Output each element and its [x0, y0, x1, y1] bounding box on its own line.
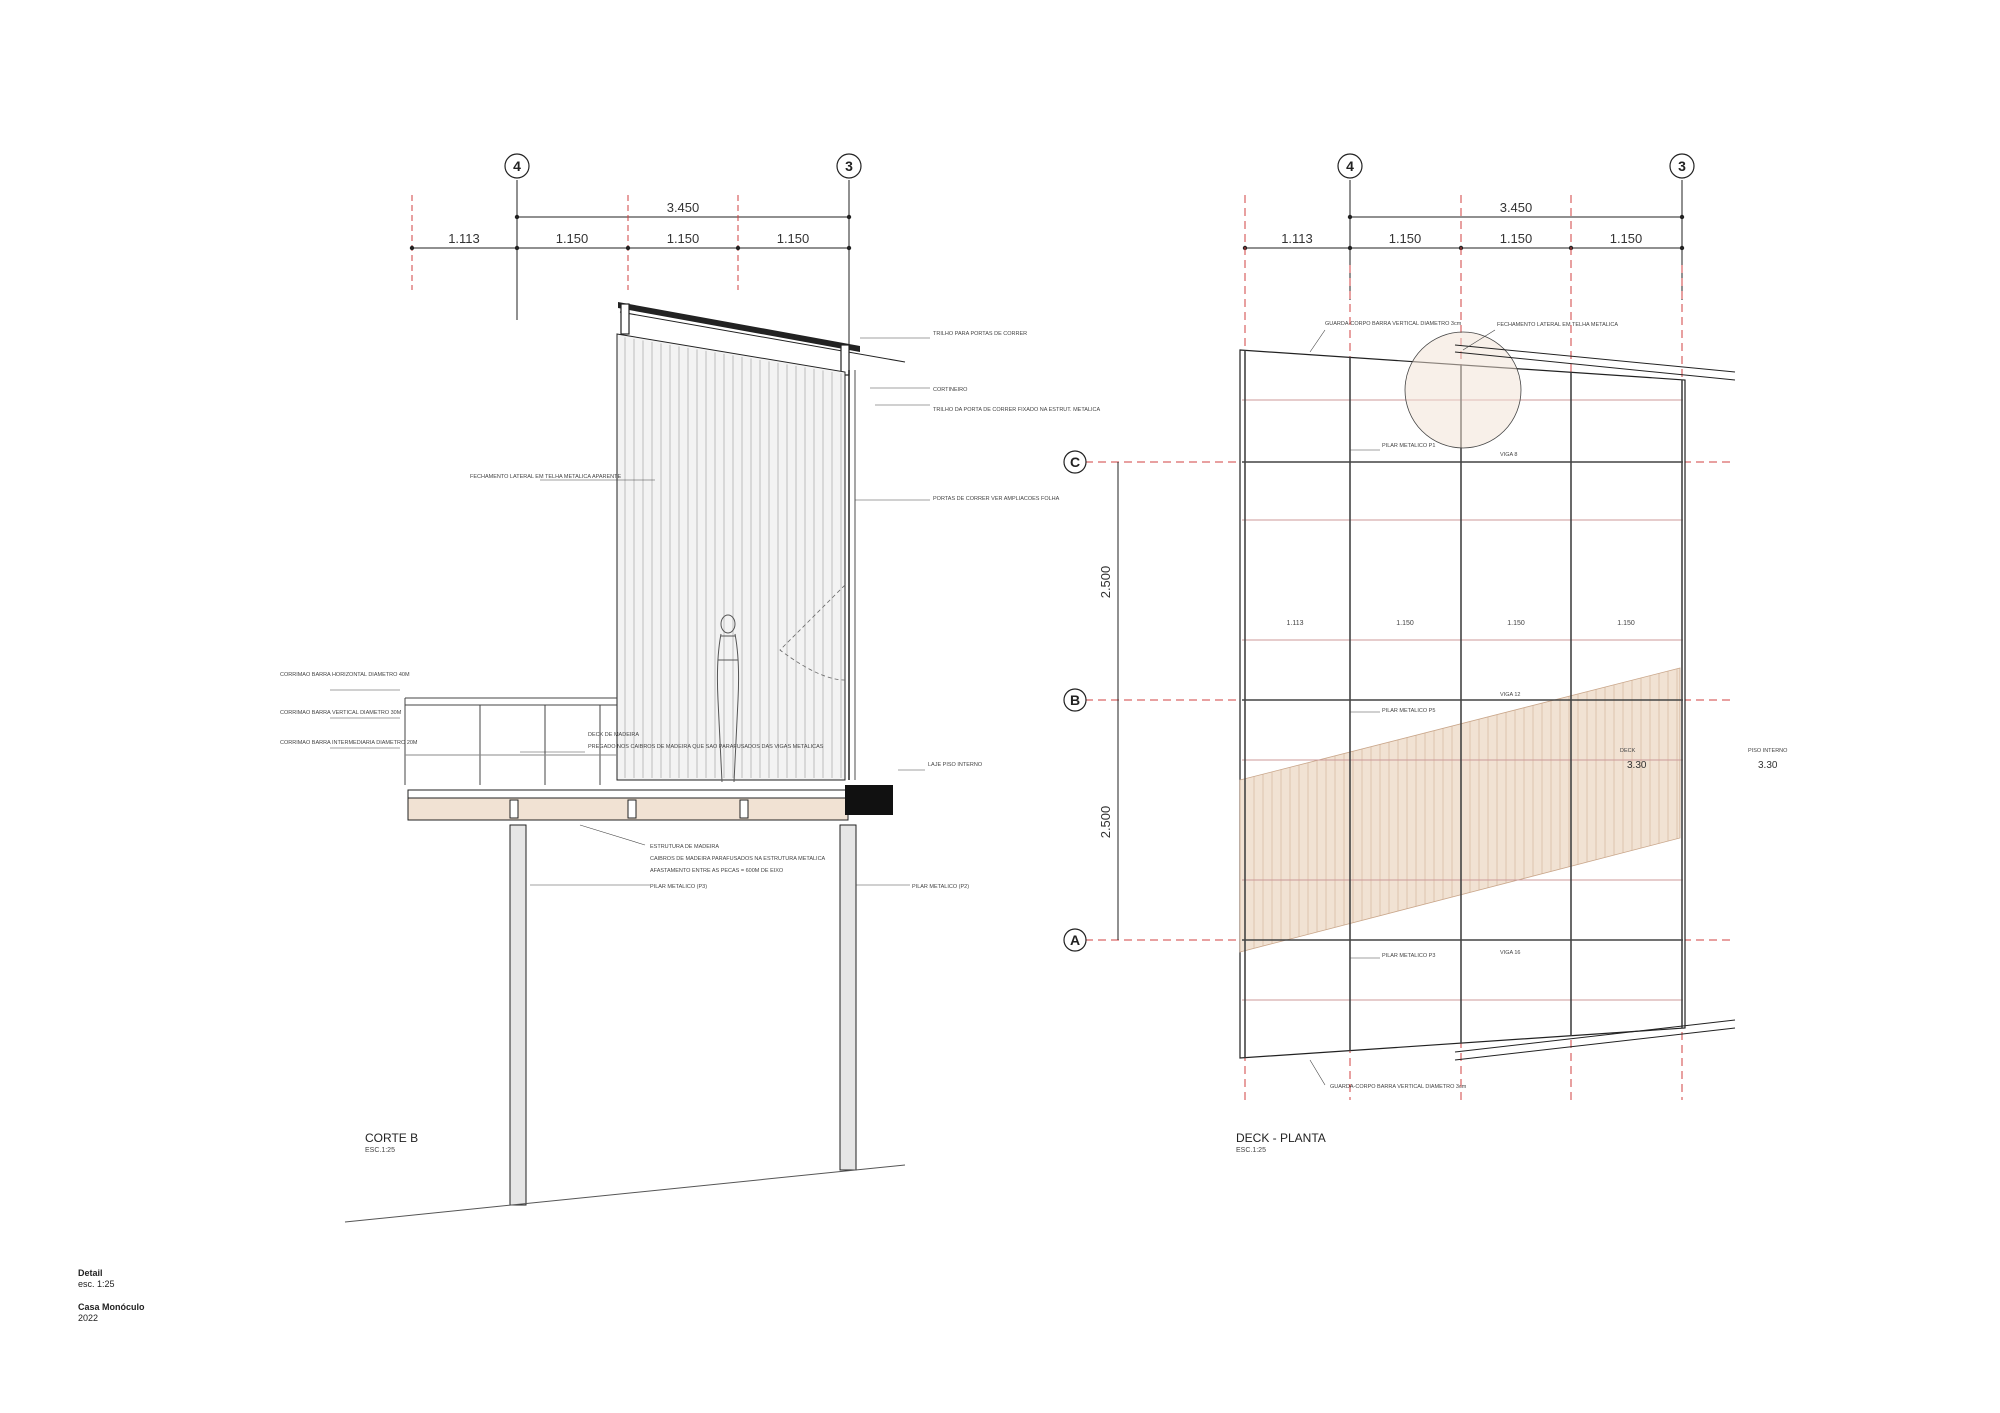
- section-dimensions: [409, 195, 852, 290]
- plan-drawing: 4 3 3.450 1.113 1.150 1.150 1.150: [1063, 153, 1788, 1154]
- dim-module: 1.150: [1500, 231, 1533, 246]
- axis-label: 3: [1678, 158, 1686, 174]
- deck-boards: [407, 789, 849, 799]
- section-note: PILAR METALICO (P2): [912, 884, 969, 890]
- dim-module: 1.150: [1610, 231, 1643, 246]
- dim-module: 1.150: [667, 231, 700, 246]
- section-note: PREGADO NOS CAIBROS DE MADEIRA QUE SAO P…: [588, 744, 824, 750]
- plan-note: FECHAMENTO LATERAL EM TELHA METALICA: [1497, 322, 1618, 328]
- axis-bubble-3-section: 3: [836, 153, 862, 355]
- inner-dim: 1.150: [1396, 620, 1414, 627]
- section-scale: ESC.1:25: [365, 1147, 395, 1154]
- plan-note: GUARDA-CORPO BARRA VERTICAL DIAMETRO 3cm: [1325, 321, 1462, 327]
- dim-first: 1.113: [1281, 231, 1313, 246]
- axis-label: C: [1070, 454, 1080, 470]
- dim-side: 2.500: [1098, 806, 1113, 839]
- plan-note: VIGA 8: [1500, 452, 1517, 458]
- door-swing: [779, 584, 846, 681]
- sheet-scale: esc. 1:25: [78, 1279, 115, 1289]
- section-note: CORRIMAO BARRA INTERMEDIARIA DIAMETRO 20…: [280, 740, 418, 746]
- roof-edge: [1454, 344, 1736, 1061]
- section-title: CORTE B: [365, 1131, 418, 1145]
- plan-note: GUARDA-CORPO BARRA VERTICAL DIAMETRO 3cm: [1330, 1084, 1467, 1090]
- detail-callout: [1404, 331, 1522, 449]
- axis-label: 3: [845, 158, 853, 174]
- human-figure: [716, 614, 740, 783]
- section-note: TRILHO PARA PORTAS DE CORRER: [933, 331, 1027, 337]
- project-year: 2022: [78, 1313, 99, 1323]
- plan-note: VIGA 12: [1500, 692, 1521, 698]
- section-note: PILAR METALICO (P3): [650, 884, 707, 890]
- plan-note: PILAR METALICO P1: [1382, 443, 1435, 449]
- column-p2: [839, 824, 857, 1171]
- section-note: PORTAS DE CORRER VER AMPLIACOES FOLHA: [933, 496, 1060, 502]
- section-note: AFASTAMENTO ENTRE AS PECAS = 600M DE EIX…: [650, 868, 784, 874]
- dim-side: 2.500: [1098, 566, 1113, 599]
- inner-dim: 1.150: [1507, 620, 1525, 627]
- dim-module: 1.150: [777, 231, 810, 246]
- section-drawing: 4 3 3.450 1.113 1.150 1.150 1.150: [280, 153, 1100, 1223]
- section-note: LAJE PISO INTERNO: [928, 762, 983, 768]
- section-note: CORRIMAO BARRA VERTICAL DIAMETRO 30M: [280, 710, 402, 716]
- level-mark: 3.30: [1627, 760, 1647, 771]
- ground-line: [344, 1164, 906, 1223]
- side-metal-panel: [616, 333, 856, 781]
- title-block: Detail esc. 1:25 Casa Monóculo 2022: [78, 1268, 145, 1324]
- section-note: FECHAMENTO LATERAL EM TELHA METALICA APA…: [470, 474, 622, 480]
- axis-bubble-3-plan: 3: [1669, 153, 1695, 300]
- plan-note: PISO INTERNO: [1748, 748, 1788, 754]
- dim-module: 1.150: [1389, 231, 1422, 246]
- level-mark: 3.30: [1758, 760, 1778, 771]
- plan-note: DECK: [1620, 748, 1636, 754]
- inner-dim: 1.150: [1617, 620, 1635, 627]
- roof: [618, 302, 906, 376]
- section-note: CORRIMAO BARRA HORIZONTAL DIAMETRO 40M: [280, 672, 410, 678]
- plan-note: PILAR METALICO P5: [1382, 708, 1435, 714]
- axis-label: 4: [513, 158, 521, 174]
- deck-railing: [404, 697, 617, 785]
- axis-label: A: [1070, 932, 1080, 948]
- plan-note: PILAR METALICO P3: [1382, 953, 1435, 959]
- column-p3: [509, 824, 527, 1206]
- axis-label: B: [1070, 692, 1080, 708]
- section-note: ESTRUTURA DE MADEIRA: [650, 844, 719, 850]
- interior-slab: [845, 785, 893, 815]
- project-name: Casa Monóculo: [78, 1302, 145, 1312]
- section-note: CAIBROS DE MADEIRA PARAFUSADOS NA ESTRUT…: [650, 856, 826, 862]
- dim-total: 3.450: [1500, 200, 1533, 215]
- axis-bubble-A: A: [1063, 928, 1087, 952]
- plan-scale: ESC.1:25: [1236, 1147, 1266, 1154]
- axis-bubble-B: B: [1063, 688, 1087, 712]
- section-note: TRILHO DA PORTA DE CORRER FIXADO NA ESTR…: [933, 407, 1100, 413]
- section-note: DECK DE MADEIRA: [588, 732, 639, 738]
- plan-title: DECK - PLANTA: [1236, 1131, 1326, 1145]
- plan-dimensions: [1242, 214, 1685, 251]
- section-note: CORTINEIRO: [933, 387, 968, 393]
- dim-total: 3.450: [667, 200, 700, 215]
- plan-note: VIGA 16: [1500, 950, 1521, 956]
- axis-bubble-4-section: 4: [504, 153, 530, 320]
- sheet-label: Detail: [78, 1268, 103, 1278]
- inner-dim: 1.113: [1287, 620, 1304, 627]
- axis-bubble-C: C: [1063, 450, 1087, 474]
- dim-module: 1.150: [556, 231, 589, 246]
- dim-first: 1.113: [448, 231, 480, 246]
- axis-label: 4: [1346, 158, 1354, 174]
